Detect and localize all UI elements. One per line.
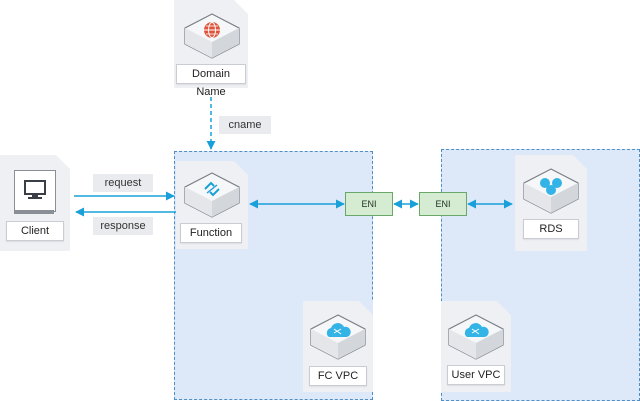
globe-icon <box>184 13 240 59</box>
user-vpc-node: User VPC <box>441 301 511 392</box>
cloud-icon <box>448 314 504 360</box>
eni-left: ENI <box>345 192 393 216</box>
fc-vpc-label: FC VPC <box>309 366 367 386</box>
domain-node: Domain Name <box>174 0 248 98</box>
client-label: Client <box>6 221 64 241</box>
monitor-icon <box>14 170 56 212</box>
fc-vpc-node: FC VPC <box>303 301 373 392</box>
domain-name-label: Domain Name <box>176 64 246 98</box>
cname-label: cname <box>219 116 271 134</box>
function-node: Function <box>176 161 248 249</box>
request-label: request <box>93 174 153 192</box>
eni-right: ENI <box>419 192 467 216</box>
user-vpc-label: User VPC <box>447 365 505 385</box>
cloud-icon <box>310 314 366 360</box>
response-label: response <box>93 217 153 235</box>
client-node: Client <box>0 155 70 251</box>
database-icon <box>523 168 579 214</box>
rds-node: RDS <box>515 155 587 251</box>
rds-label: RDS <box>523 219 579 239</box>
function-label: Function <box>180 223 242 243</box>
function-icon <box>184 172 240 218</box>
